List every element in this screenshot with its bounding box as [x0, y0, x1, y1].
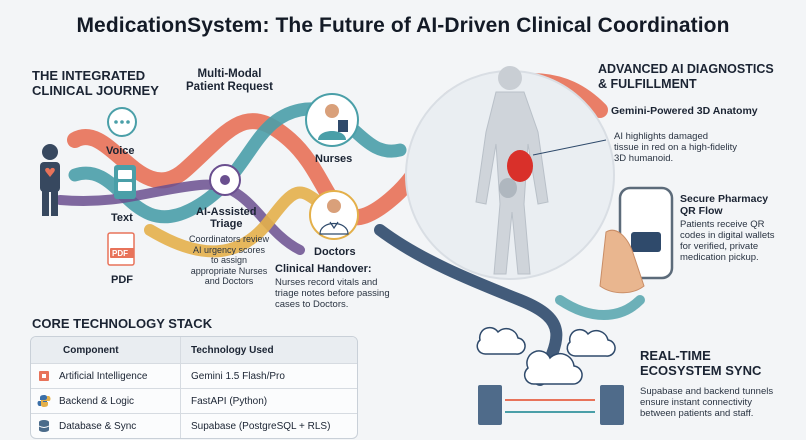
component-cell: Artificial Intelligence — [31, 364, 181, 388]
journey-heading: THE INTEGRATED CLINICAL JOURNEY — [32, 68, 159, 98]
python-icon — [37, 394, 51, 408]
triage-gear-icon — [209, 164, 241, 196]
sync-desc-line: ensure instant connectivity — [640, 397, 752, 408]
triage-desc-line: and Doctors — [204, 276, 254, 286]
component-name: Backend & Logic — [59, 395, 135, 407]
table-row: Artificial Intelligence Gemini 1.5 Flash… — [31, 364, 357, 389]
component-name: Database & Sync — [59, 420, 137, 432]
pharmacy-title-line2: QR Flow — [680, 205, 723, 217]
input-pdf-label: PDF — [111, 274, 133, 286]
page-title: MedicationSystem: The Future of AI-Drive… — [76, 14, 730, 37]
handover-desc-line: Nurses record vitals and — [275, 277, 378, 288]
input-text-label: Text — [111, 212, 133, 224]
anatomy-description: AI highlights damaged tissue in red on a… — [614, 131, 737, 164]
request-label: Multi-Modal Patient Request — [186, 68, 273, 94]
text-phone-icon — [114, 165, 136, 199]
input-voice-label: Voice — [106, 145, 135, 157]
anatomy-desc-line: tissue in red on a high-fidelity — [614, 142, 738, 153]
request-label-line2: Patient Request — [186, 81, 273, 93]
component-name: Artificial Intelligence — [59, 370, 148, 382]
sync-heading-line2: ECOSYSTEM SYNC — [640, 363, 762, 378]
request-label-line1: Multi-Modal — [197, 68, 262, 80]
triage-desc-line: Coordinators review — [188, 234, 270, 244]
anatomy-desc-line: 3D humanoid. — [614, 153, 674, 164]
column-header-technology: Technology Used — [191, 344, 274, 356]
pdf-document-icon — [107, 232, 135, 266]
sync-desc-line: Supabase and backend tunnels — [640, 386, 774, 397]
nurse-avatar — [305, 93, 359, 147]
table-header: Component Technology Used — [31, 337, 357, 364]
sync-description: Supabase and backend tunnels ensure inst… — [640, 386, 773, 419]
stack-heading: CORE TECHNOLOGY STACK — [32, 316, 213, 331]
table-row: Backend & Logic FastAPI (Python) — [31, 389, 357, 414]
cloud-network-diagram — [476, 326, 624, 425]
handover-desc-line: cases to Doctors. — [275, 299, 349, 310]
sync-desc-line: between patients and staff. — [640, 408, 754, 419]
doctor-avatar — [309, 190, 359, 240]
pharmacy-title: Secure Pharmacy QR Flow — [680, 193, 768, 217]
technology-name: Gemini 1.5 Flash/Pro — [191, 370, 285, 382]
doctors-label: Doctors — [314, 246, 356, 258]
teal-ribbon-right — [555, 295, 645, 320]
triage-label-line1: AI-Assisted — [196, 206, 257, 218]
anatomy-3d-figure — [405, 66, 615, 280]
diagnostics-heading-line1: ADVANCED AI DIAGNOSTICS — [598, 62, 774, 76]
chip-icon — [37, 369, 51, 383]
triage-description: Coordinators review AI urgency scores to… — [183, 234, 275, 287]
component-cell: Backend & Logic — [31, 389, 181, 413]
handover-block: Clinical Handover: Nurses record vitals … — [275, 263, 390, 310]
gold-ribbon — [144, 186, 336, 258]
sync-heading-line1: REAL-TIME — [640, 348, 711, 363]
triage-desc-line: AI urgency scores — [192, 244, 266, 255]
anatomy-label: Gemini-Powered 3D Anatomy — [611, 105, 758, 117]
triage-label: AI-Assisted Triage — [196, 206, 257, 230]
voice-bubble-icon — [107, 107, 137, 137]
pdf-badge: PDF — [112, 249, 128, 258]
anatomy-desc-line: AI highlights damaged — [614, 131, 709, 142]
pharmacy-description: Patients receive QR codes in digital wal… — [680, 219, 775, 263]
triage-label-line2: Triage — [210, 218, 243, 230]
tech-stack-table: Component Technology Used Artificial Int… — [30, 336, 358, 439]
pharmacy-desc-line: medication pickup. — [680, 252, 759, 263]
navy-ribbon — [374, 224, 563, 386]
qr-phone-illustration — [599, 186, 674, 294]
pharmacy-desc-line: codes in digital wallets — [680, 230, 775, 241]
patient-icon — [40, 144, 60, 216]
component-cell: Database & Sync — [31, 414, 181, 438]
handover-description: Nurses record vitals and triage notes be… — [275, 277, 390, 310]
column-header-component: Component — [31, 337, 181, 363]
handover-desc-line: triage notes before passing — [275, 288, 390, 299]
database-icon — [37, 419, 51, 433]
pharmacy-desc-line: for verified, private — [680, 241, 759, 252]
pharmacy-title-line1: Secure Pharmacy — [680, 193, 769, 205]
diagnostics-heading-line2: & FULFILLMENT — [598, 77, 697, 91]
journey-heading-line2: CLINICAL JOURNEY — [32, 83, 159, 98]
table-row: Database & Sync Supabase (PostgreSQL + R… — [31, 414, 357, 438]
diagnostics-heading: ADVANCED AI DIAGNOSTICS & FULFILLMENT — [598, 62, 774, 92]
journey-heading-line1: THE INTEGRATED — [32, 68, 146, 83]
triage-desc-line: appropriate Nurses — [190, 265, 268, 276]
pharmacy-desc-line: Patients receive QR — [680, 219, 765, 230]
handover-title: Clinical Handover: — [275, 263, 372, 275]
technology-name: FastAPI (Python) — [191, 395, 268, 407]
nurses-label: Nurses — [315, 153, 353, 165]
triage-desc-line: to assign — [210, 255, 248, 265]
sync-heading: REAL-TIME ECOSYSTEM SYNC — [640, 348, 761, 378]
technology-name: Supabase (PostgreSQL + RLS) — [191, 420, 331, 432]
